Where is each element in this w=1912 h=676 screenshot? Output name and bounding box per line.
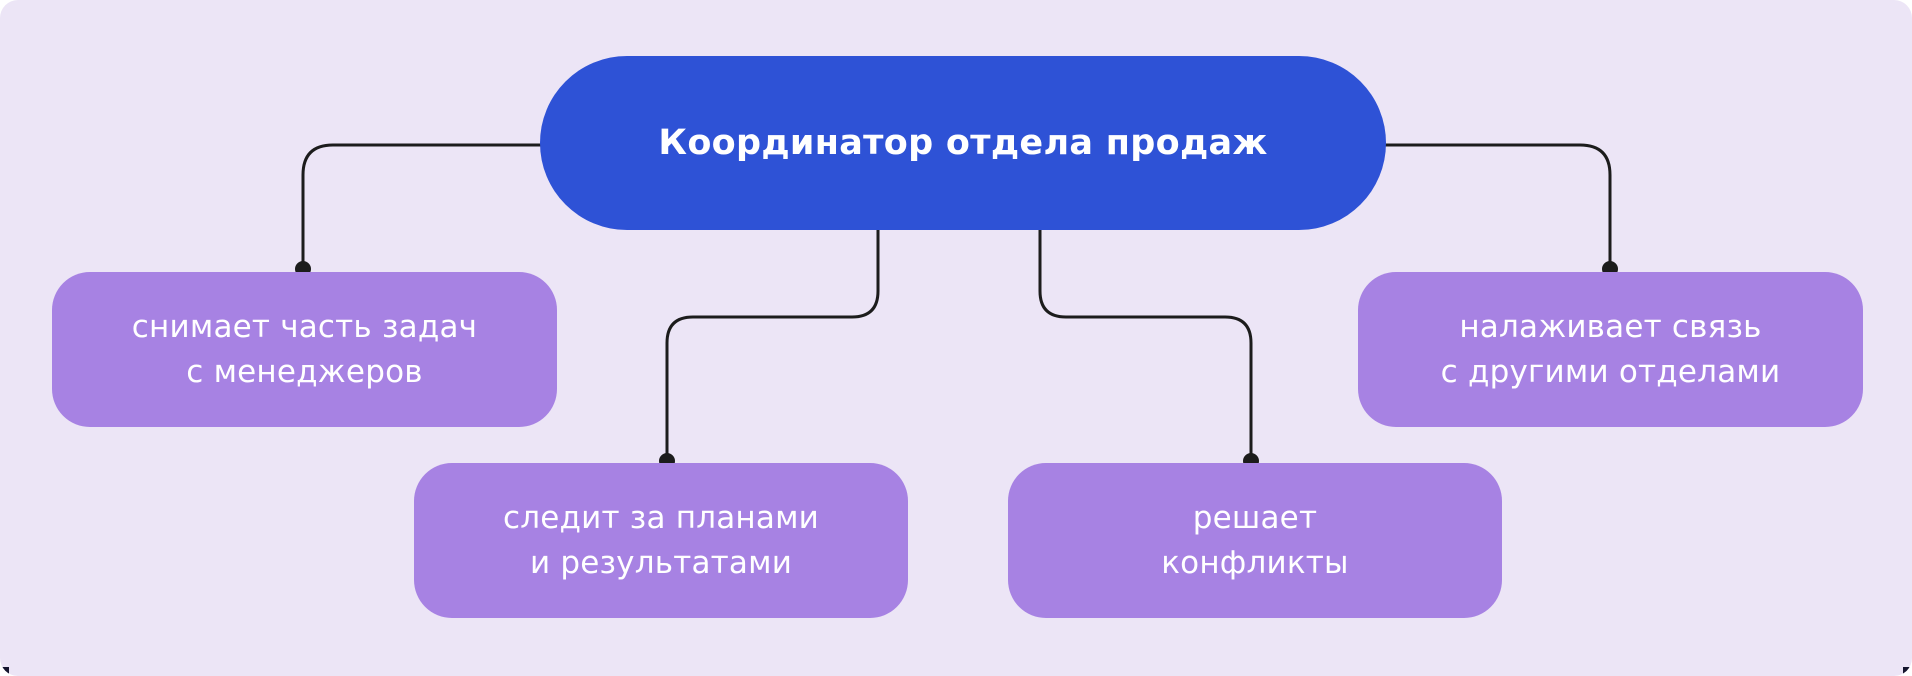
root-node-label: Координатор отдела продаж	[658, 123, 1268, 163]
branch-node-reduces-manager-tasks: снимает часть задач с менеджеров	[52, 272, 557, 427]
branch-node-liaises-other-departments: налаживает связь с другими отделами	[1358, 272, 1863, 427]
connector-root-to-tasks	[301, 143, 554, 264]
branch-label: налаживает связь с другими отделами	[1441, 305, 1781, 395]
root-node-sales-coordinator: Координатор отдела продаж	[540, 56, 1386, 230]
branch-label-line: следит за планами	[502, 499, 820, 536]
branch-label-line: и результатами	[529, 544, 793, 581]
bottom-right-corner-mark	[1903, 667, 1912, 676]
branch-node-monitors-plans-results: следит за планами и результатами	[414, 463, 908, 618]
bottom-left-corner-mark	[0, 667, 9, 676]
branch-label-line: с другими отделами	[1440, 353, 1781, 390]
branch-label: решает конфликты	[1161, 496, 1348, 586]
connector-root-to-conflicts	[1038, 227, 1253, 457]
branch-label-line: решает	[1192, 499, 1318, 536]
connector-root-to-plans	[665, 227, 880, 457]
branch-label: следит за планами и результатами	[503, 496, 819, 586]
branch-label: снимает часть задач с менеджеров	[132, 305, 477, 395]
branch-label-line: налаживает связь	[1459, 308, 1762, 345]
branch-label-line: снимает часть задач	[131, 308, 478, 345]
branch-label-line: с менеджеров	[186, 353, 423, 390]
connector-root-to-liaison	[1372, 143, 1612, 264]
branch-label-line: конфликты	[1161, 544, 1349, 581]
branch-node-resolves-conflicts: решает конфликты	[1008, 463, 1502, 618]
